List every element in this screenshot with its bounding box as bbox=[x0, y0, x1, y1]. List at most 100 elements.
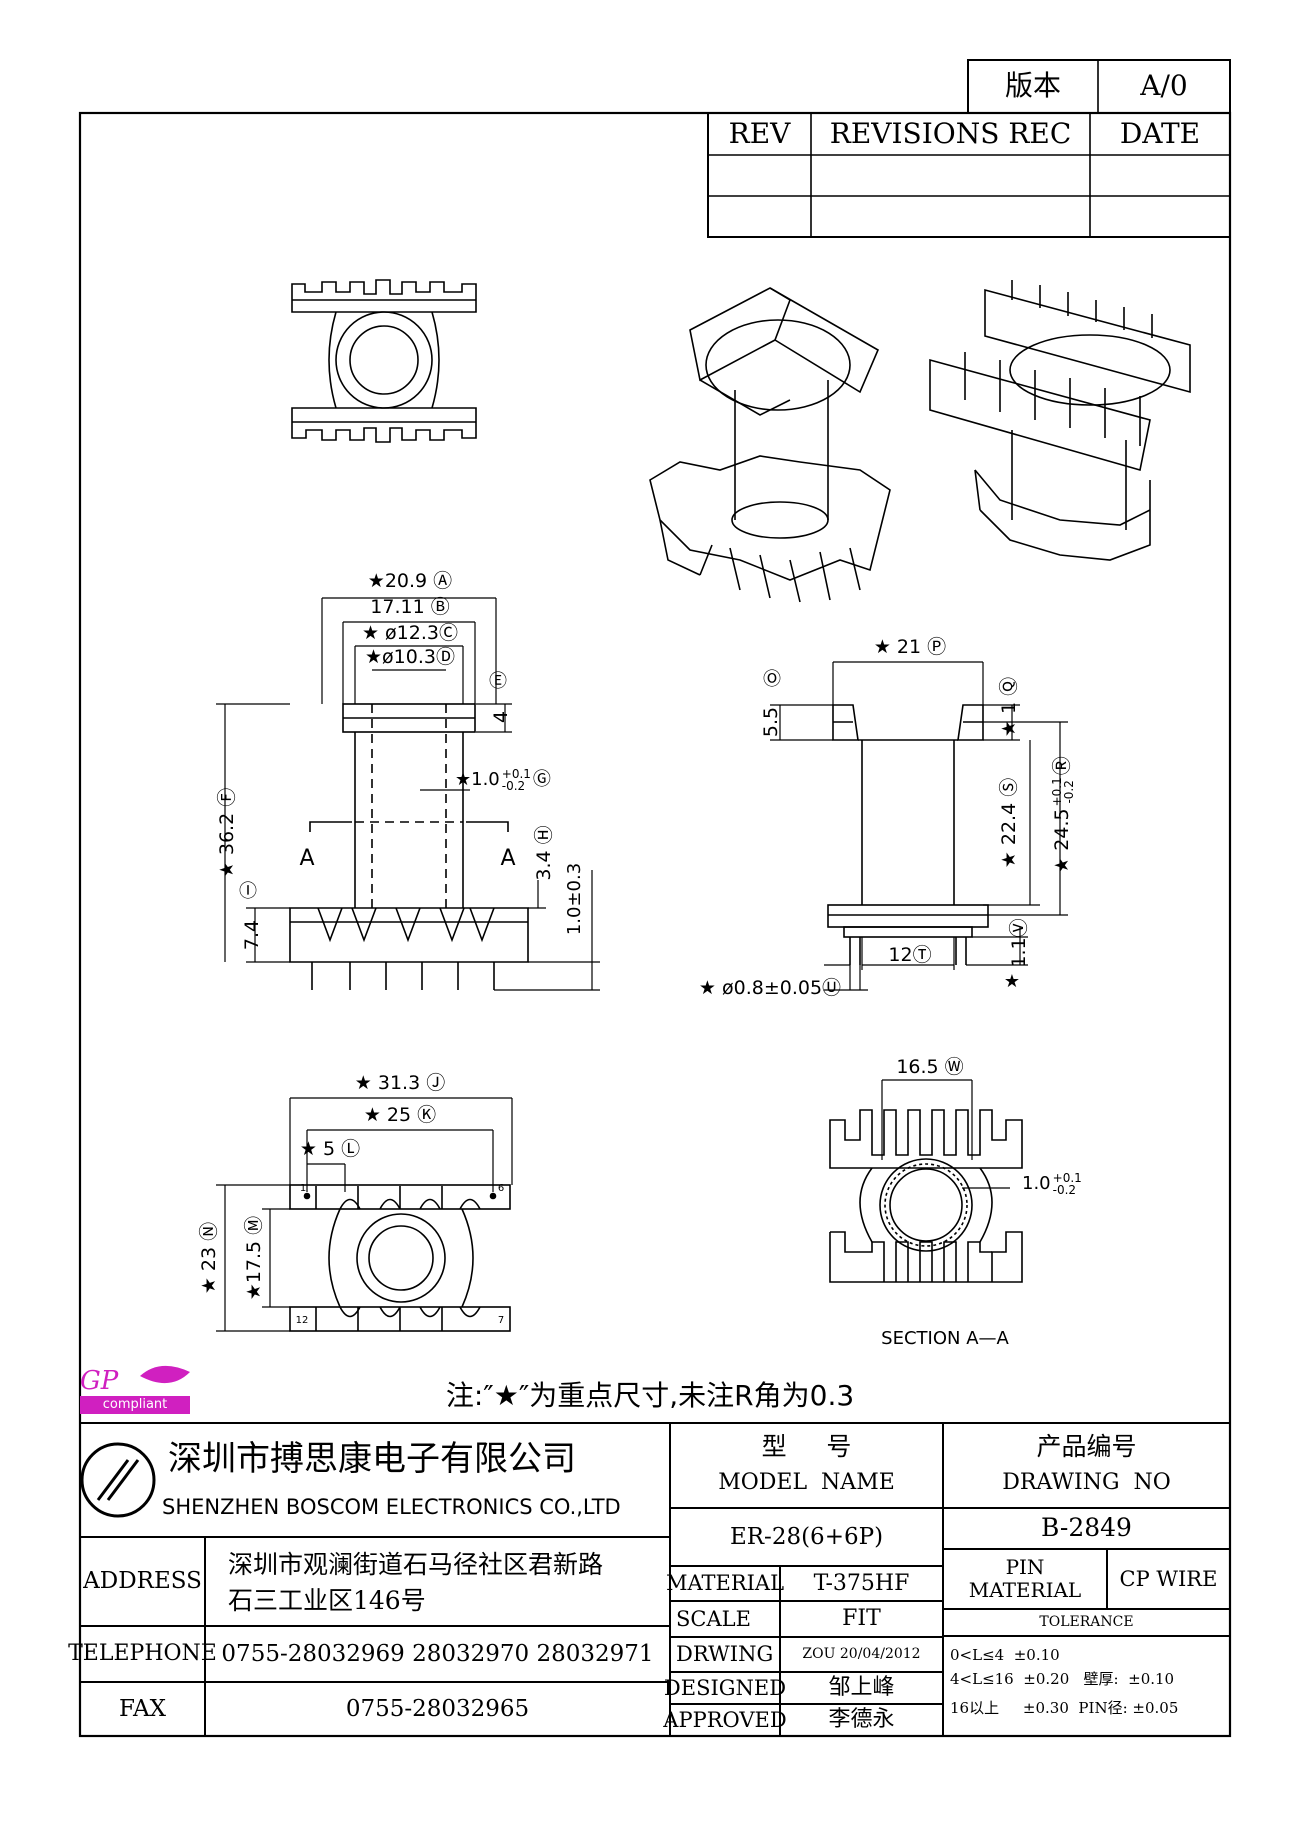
dim-e-circle: Ⓔ bbox=[489, 670, 507, 692]
pin-label-6: 6 bbox=[497, 1183, 505, 1195]
dim-g-circle: Ⓖ bbox=[532, 769, 551, 790]
company-name-en: SHENZHEN BOSCOM ELECTRONICS CO.,LTD bbox=[162, 1494, 621, 1519]
dim-g-lower: -0.2 bbox=[501, 779, 526, 793]
drawing-no-value: B-2849 bbox=[1041, 1513, 1132, 1543]
pin-label-7: 7 bbox=[497, 1315, 505, 1327]
dim-wall-upper: +0.1 bbox=[1052, 1171, 1082, 1185]
drawing-label: DRWING bbox=[676, 1642, 774, 1667]
front-view bbox=[289, 703, 529, 990]
address-line-2: 石三工业区146号 bbox=[228, 1585, 426, 1615]
section-marker-right: A bbox=[500, 846, 516, 872]
bottom-view bbox=[289, 1184, 511, 1332]
fax-value: 0755-28032965 bbox=[345, 1695, 530, 1722]
dim-u: ★ ø0.8±0.05Ⓤ bbox=[698, 977, 842, 1000]
tolerance-row-3: 16以上 ±0.30 PIN径: ±0.05 bbox=[950, 1699, 1179, 1717]
material-label: MATERIAL bbox=[665, 1571, 785, 1596]
dim-g-value: ★1.0 bbox=[455, 769, 500, 790]
title-block bbox=[80, 1422, 1230, 1736]
dim-wall-lower: -0.2 bbox=[1052, 1183, 1077, 1197]
dim-t: 12Ⓣ bbox=[888, 944, 932, 967]
designed-label: DESIGNED bbox=[663, 1675, 787, 1700]
dim-wall-value: 1.0 bbox=[1022, 1173, 1051, 1194]
bottom-view-dimensions bbox=[216, 1097, 513, 1332]
dim-o-circle: Ⓞ bbox=[763, 668, 781, 690]
dim-b: 17.11 Ⓑ bbox=[370, 596, 450, 619]
dim-p: ★ 21 Ⓟ bbox=[873, 636, 947, 659]
dim-h: 3.4 Ⓗ bbox=[533, 825, 556, 881]
side-view bbox=[827, 704, 989, 965]
scale-label: SCALE bbox=[676, 1606, 751, 1631]
pin-material-value: CP WIRE bbox=[1119, 1566, 1218, 1591]
drawing-date: ZOU 20/04/2012 bbox=[802, 1646, 921, 1663]
dim-w: 16.5 Ⓦ bbox=[896, 1056, 964, 1079]
pin-label-12: 12 bbox=[295, 1315, 309, 1327]
revisions-rec-header: REVISIONS REC bbox=[829, 116, 1072, 150]
dim-g: ★1.0+0.1-0.2 Ⓖ bbox=[455, 765, 551, 792]
dim-j: ★ 31.3 Ⓙ bbox=[354, 1072, 446, 1095]
dim-d: ★ø10.3Ⓓ bbox=[365, 646, 455, 669]
dim-e-value: 4 bbox=[490, 710, 513, 724]
pin-material-label: PIN MATERIAL bbox=[968, 1555, 1082, 1602]
dim-r-circle: Ⓡ bbox=[1051, 756, 1073, 776]
dim-l: ★ 5 Ⓛ bbox=[299, 1138, 361, 1161]
key-star: ★ bbox=[1003, 970, 1021, 992]
approved-label: APPROVED bbox=[663, 1707, 787, 1732]
dim-r-lower: -0.2 bbox=[1061, 780, 1076, 804]
front-view-dimensions bbox=[216, 597, 600, 991]
dim-wall: 1.0+0.1-0.2 bbox=[1022, 1172, 1082, 1196]
isometric-view-right bbox=[929, 280, 1191, 561]
tolerance-row-2: 4<L≤16 ±0.20 壁厚: ±0.10 bbox=[950, 1670, 1175, 1688]
company-name-cn: 深圳市搏思康电子有限公司 bbox=[168, 1439, 576, 1480]
section-a-a-view bbox=[829, 1109, 1023, 1283]
designed-value: 邹上峰 bbox=[828, 1675, 895, 1701]
model-name-label-cn: 型 号 bbox=[761, 1431, 852, 1461]
sheet-border bbox=[78, 111, 1232, 1738]
dim-a: ★20.9 Ⓐ bbox=[367, 570, 453, 593]
top-view bbox=[291, 279, 477, 443]
gp-compliant-text: compliant bbox=[102, 1396, 168, 1412]
dim-s: ★ 22.4 Ⓢ bbox=[998, 777, 1021, 869]
section-label: SECTION A—A bbox=[881, 1327, 1009, 1349]
drawing-note: 注:″★″为重点尺寸,未注R角为0.3 bbox=[445, 1378, 855, 1412]
dim-k: ★ 25 Ⓚ bbox=[363, 1104, 437, 1127]
dim-g-upper: +0.1 bbox=[501, 767, 531, 781]
dim-m: ★17.5 Ⓜ bbox=[243, 1215, 266, 1301]
dim-pin-length: 1.0±0.3 bbox=[563, 862, 585, 936]
isometric-view-left bbox=[649, 287, 891, 603]
tolerance-label: TOLERANCE bbox=[1039, 1614, 1134, 1631]
date-header: DATE bbox=[1119, 116, 1201, 150]
telephone-value: 0755-28032969 28032970 28032971 bbox=[221, 1640, 654, 1667]
material-value: T-375HF bbox=[813, 1570, 910, 1596]
pin-label-1: 1 bbox=[299, 1183, 307, 1195]
company-logo bbox=[80, 1442, 156, 1518]
dim-r-value: ★ 24.5 bbox=[1051, 808, 1073, 874]
dim-i-circle: Ⓘ bbox=[239, 880, 257, 902]
dim-v: 1.1Ⓥ bbox=[1008, 918, 1031, 968]
address-line-1: 深圳市观澜街道石马径社区君新路 bbox=[228, 1549, 604, 1579]
tolerance-row-1: 0<L≤4 ±0.10 bbox=[950, 1646, 1060, 1664]
drawing-no-label-cn: 产品编号 bbox=[1036, 1431, 1137, 1461]
scale-value: FIT bbox=[842, 1606, 881, 1632]
section-marker-left: A bbox=[299, 846, 315, 872]
rev-header: REV bbox=[728, 116, 791, 150]
address-label: ADDRESS bbox=[83, 1568, 202, 1595]
drawing-no-label-en: DRAWING NO bbox=[1002, 1470, 1171, 1496]
model-name-value: ER-28(6+6P) bbox=[729, 1523, 884, 1550]
dim-n: ★ 23 Ⓝ bbox=[198, 1221, 221, 1295]
revision-table bbox=[707, 112, 1231, 238]
telephone-label: TELEPHONE bbox=[68, 1641, 217, 1667]
version-label: 版本 bbox=[1004, 69, 1061, 103]
fax-label: FAX bbox=[119, 1695, 166, 1722]
dim-i-value: 7.4 bbox=[241, 919, 264, 951]
dim-r-upper: +0.1 bbox=[1049, 777, 1064, 807]
dim-c: ★ ø12.3Ⓒ bbox=[361, 622, 458, 645]
gp-compliant-logo bbox=[80, 1365, 190, 1414]
section-dimensions bbox=[881, 1079, 1010, 1189]
dim-r: ★ 24.5+0.1-0.2 Ⓡ bbox=[1047, 735, 1077, 895]
approved-value: 李德永 bbox=[828, 1707, 895, 1733]
dim-q: ★ 1 Ⓠ bbox=[998, 676, 1021, 738]
side-view-dimensions bbox=[770, 661, 1068, 991]
gp-logo-text: GP bbox=[80, 1366, 119, 1396]
version-value: A/0 bbox=[1140, 69, 1188, 103]
